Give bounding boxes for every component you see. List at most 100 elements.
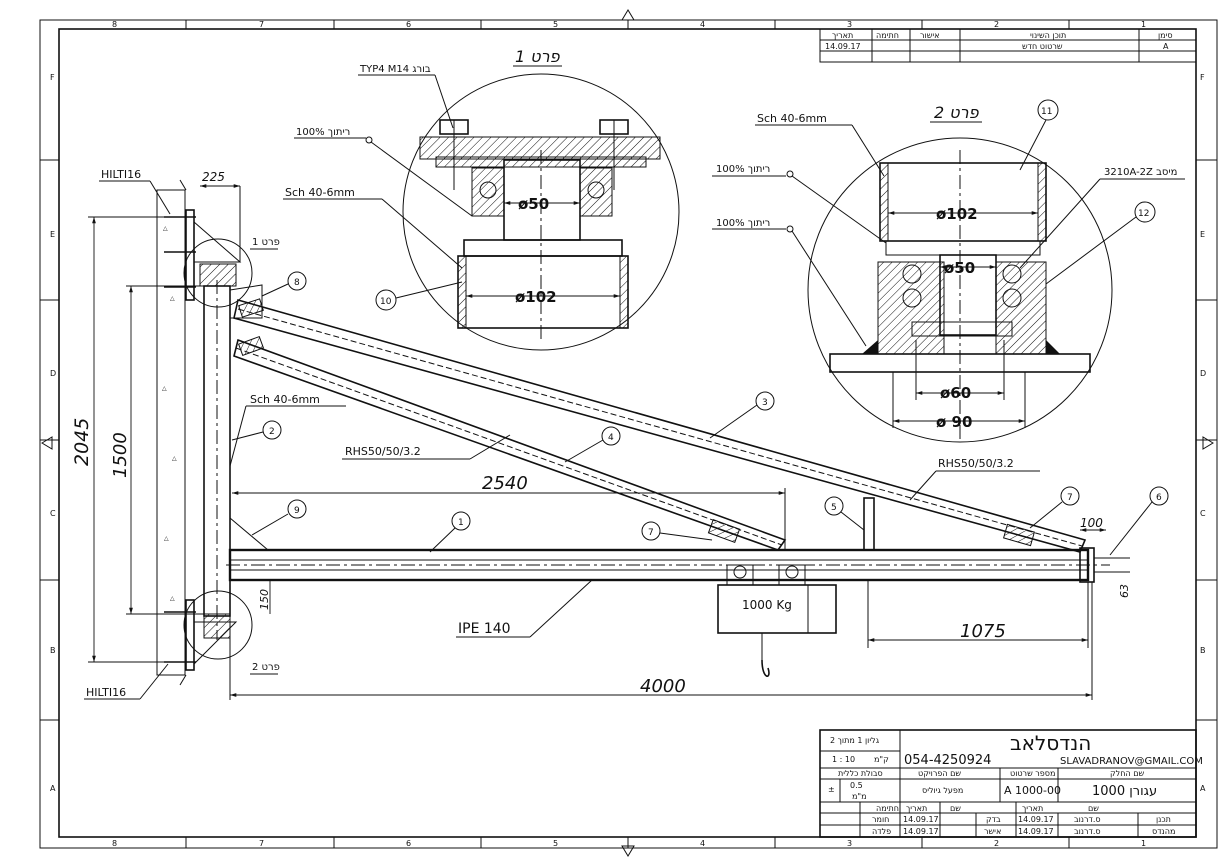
title-block: גליון 1 מתוך 2 ק"מ 1 : 10 סבולת כללית ± … xyxy=(819,729,1203,838)
col-label-4: 4 xyxy=(700,20,705,29)
callout-3 xyxy=(755,391,775,411)
col-label-2-bottom: 2 xyxy=(994,839,999,848)
col-label-5-bottom: 5 xyxy=(553,839,558,848)
callout-1 xyxy=(451,511,471,531)
dim-4000: 4000 xyxy=(640,676,686,697)
dim-2540: 2540 xyxy=(482,473,528,494)
tb-name-2: ס.דרנוב xyxy=(1074,827,1101,836)
detail2-bearing-label: 3210A-2Z מיסב xyxy=(1104,167,1177,178)
callout-11-label: 11 xyxy=(1041,107,1052,117)
tb-date-label-2: תאריך xyxy=(1022,804,1043,813)
tb-tolerance-label: סבולת כללית xyxy=(838,769,883,778)
col-label-8-bottom: 8 xyxy=(112,839,117,848)
svg-text:△: △ xyxy=(170,595,175,602)
rev-row-content: שרטוט חדש xyxy=(1022,42,1063,51)
detail2-d90: ø 90 xyxy=(936,413,972,431)
tb-engineer: מהנדס xyxy=(1152,827,1175,836)
callout-2 xyxy=(262,420,282,440)
tb-date-4: 14.09.17 xyxy=(1018,827,1054,836)
callout-10 xyxy=(375,289,397,311)
row-label-C-right: C xyxy=(1200,509,1206,518)
dim-100: 100 xyxy=(1080,516,1103,530)
detail1-title: פרט 1 xyxy=(515,47,561,66)
tb-date-1: 14.09.17 xyxy=(903,815,939,824)
rev-header-mark: סימן xyxy=(1158,31,1173,40)
callout-7-right-label: 7 xyxy=(1067,493,1073,503)
row-label-E-right: E xyxy=(1200,230,1205,239)
callout-12-label: 12 xyxy=(1138,209,1149,219)
col-label-6: 6 xyxy=(406,20,411,29)
row-label-F-right: F xyxy=(1200,73,1205,82)
rev-row-mark: A xyxy=(1163,42,1169,51)
callout-7-left xyxy=(641,521,661,541)
row-label-A-right: A xyxy=(1200,784,1206,793)
row-label-D-right: D xyxy=(1200,369,1206,378)
row-label-C: C xyxy=(50,509,56,518)
hilti-bottom-label: HILTI16 xyxy=(86,686,126,699)
callout-1-label: 1 xyxy=(458,518,464,528)
tb-drawing-no: A 1000-00 xyxy=(1004,784,1061,797)
col-label-7-bottom: 7 xyxy=(259,839,264,848)
tb-name-1: ס.דרנוב xyxy=(1074,815,1101,824)
callout-10-label: 10 xyxy=(380,297,392,307)
tb-part-name: 1000 עגורן xyxy=(1092,784,1157,799)
col-label-5: 5 xyxy=(553,20,558,29)
rhs-right-label: RHS50/50/3.2 xyxy=(938,457,1014,470)
tb-email: SLAVADRANOV@GMAIL.COM xyxy=(1060,756,1203,767)
col-label-3: 3 xyxy=(847,20,852,29)
tb-checked: בדק xyxy=(986,815,1001,824)
detail2-pipe-label: Sch 40-6mm xyxy=(757,112,827,125)
svg-text:△: △ xyxy=(170,295,175,302)
callout-6 xyxy=(1149,486,1169,506)
dim-2045: 2045 xyxy=(71,418,93,466)
detail1-bolt-label: TYP4 M14 בורג xyxy=(359,64,431,75)
tb-name-label-2: שם xyxy=(1088,804,1099,813)
col-label-7: 7 xyxy=(259,20,264,29)
tb-tolerance: 0.5 xyxy=(850,781,863,790)
tb-tolerance-unit: מ"מ xyxy=(852,792,867,801)
callout-7-left-label: 7 xyxy=(648,528,654,538)
detail2-d60: ø60 xyxy=(940,384,971,402)
tb-project: מפעל גיוליס xyxy=(922,786,963,795)
callout-7-right xyxy=(1060,486,1080,506)
sheet-border: 8 7 6 5 4 3 2 1 8 7 6 5 4 3 2 1 F E D C … xyxy=(39,9,1218,857)
col-label-2: 2 xyxy=(994,20,999,29)
dim-1075: 1075 xyxy=(960,621,1006,642)
hoist-box xyxy=(717,584,837,634)
callout-8 xyxy=(287,271,307,291)
dim-150: 150 xyxy=(258,589,271,610)
ipe-label: IPE 140 xyxy=(458,621,511,637)
detail-1: פרט 1 ø50 ø102 TYP4 M14 בורג 100% ריתוך xyxy=(283,47,680,351)
rev-header-date: תאריך xyxy=(832,31,853,40)
callout-11 xyxy=(1037,99,1059,121)
callout-5 xyxy=(824,496,844,516)
callout-3-label: 3 xyxy=(762,398,768,408)
row-label-B-right: B xyxy=(1200,646,1206,655)
detail1-ref-label: פרט 1 xyxy=(252,237,280,248)
callout-5-label: 5 xyxy=(831,503,837,513)
tb-name-label: שם xyxy=(950,804,961,813)
dim-63: 63 xyxy=(1118,584,1131,598)
svg-text:△: △ xyxy=(162,385,167,392)
rev-header-approval: אישור xyxy=(920,31,940,40)
row-label-D: D xyxy=(50,369,56,378)
tb-drawn: תכנן xyxy=(1156,815,1171,824)
dim-1500: 1500 xyxy=(110,432,131,478)
tb-part-name-label: שם החלק xyxy=(1110,769,1145,778)
col-label-6-bottom: 6 xyxy=(406,839,411,848)
col-label-1: 1 xyxy=(1141,20,1146,29)
callout-9-label: 9 xyxy=(294,506,300,516)
revision-table: סימן תוכן השינוי אישור חתימה תאריך A שרט… xyxy=(819,28,1197,63)
detail-2: פרט 2 ø102 ø50 ø60 ø 90 S xyxy=(712,99,1185,443)
tb-project-label: שם הפרויקט xyxy=(918,769,961,778)
rev-header-signature: חתימה xyxy=(876,31,899,40)
detail1-weld-label: 100% ריתוך xyxy=(296,127,350,138)
tb-phone: 054-4250924 xyxy=(904,753,991,768)
tb-steel: פלדה xyxy=(872,827,891,836)
col-label-1-bottom: 1 xyxy=(1141,839,1146,848)
detail2-title: פרט 2 xyxy=(934,103,980,122)
detail2-weld1-label: 100% ריתוך xyxy=(716,164,770,175)
svg-text:△: △ xyxy=(172,455,177,462)
svg-text:△: △ xyxy=(164,535,169,542)
callout-4-label: 4 xyxy=(608,433,614,443)
